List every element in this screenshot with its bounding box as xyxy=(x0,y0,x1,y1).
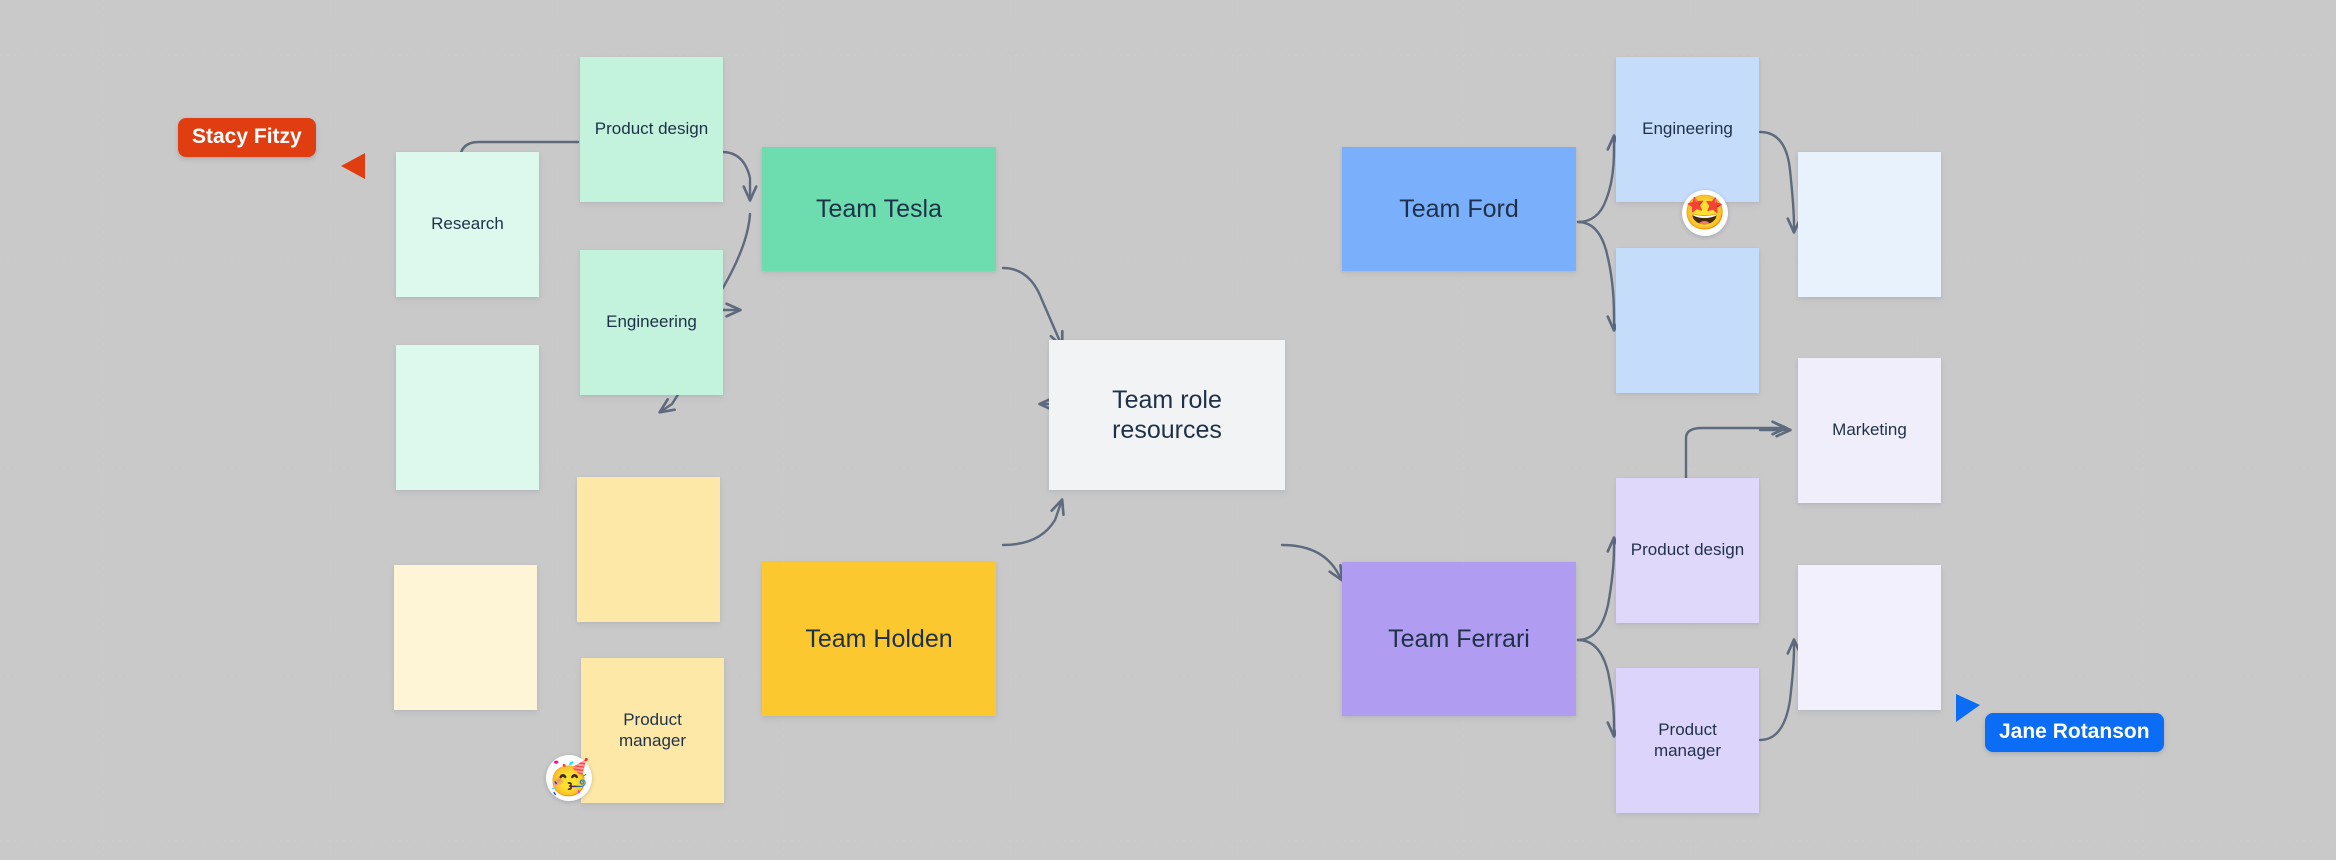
sticky-note-team-holden[interactable]: Team Holden xyxy=(762,562,996,716)
connector-arrow-6 xyxy=(1001,498,1065,547)
grid-line-vertical-1 xyxy=(330,0,331,860)
sticky-note-team-tesla[interactable]: Team Tesla xyxy=(762,147,996,271)
sticky-note-label: Team Tesla xyxy=(816,194,942,223)
sticky-note-engineering-blue[interactable]: Engineering xyxy=(1616,57,1759,202)
sticky-note-team-role-resources[interactable]: Team role resources xyxy=(1049,340,1285,490)
grid-line-vertical-2 xyxy=(557,0,558,860)
grid-line-horizontal-3 xyxy=(0,675,2336,676)
sticky-note-engineering-green[interactable]: Engineering xyxy=(580,250,723,395)
sticky-note-blank-yellow-2[interactable] xyxy=(394,565,537,710)
sticky-note-label: Product design xyxy=(1630,540,1745,560)
star-struck-emoji[interactable]: 🤩 xyxy=(1682,190,1728,236)
sticky-note-label: Team role resources xyxy=(1112,385,1222,445)
grid-line-horizontal-1 xyxy=(0,262,2336,263)
partying-face-emoji[interactable]: 🥳 xyxy=(546,755,592,801)
sticky-note-team-ferrari[interactable]: Team Ferrari xyxy=(1342,562,1576,716)
sticky-note-label: Product manager xyxy=(618,709,687,750)
grid-line-vertical-4 xyxy=(1010,0,1011,860)
connector-arrow-1 xyxy=(720,150,758,202)
sticky-note-label: Product design xyxy=(594,119,709,139)
grid-line-horizontal-0 xyxy=(0,55,2336,56)
grid-line-vertical-6 xyxy=(1463,0,1464,860)
sticky-note-marketing-purple[interactable]: Marketing xyxy=(1798,358,1941,503)
sticky-note-label: Engineering xyxy=(606,312,697,332)
connector-arrow-14 xyxy=(1576,638,1622,738)
cursor-pointer-icon-cursor-stacy xyxy=(341,153,365,179)
sticky-note-team-ford[interactable]: Team Ford xyxy=(1342,147,1576,271)
sticky-note-label: Research xyxy=(431,214,504,234)
sticky-note-label: Team Holden xyxy=(805,624,953,653)
cursor-name-label-cursor-jane: Jane Rotanson xyxy=(1985,713,2164,752)
sticky-note-blank-lightpurple-1[interactable] xyxy=(1798,565,1941,710)
sticky-note-product-manager-purple[interactable]: Product manager xyxy=(1616,668,1759,813)
sticky-note-product-design-green[interactable]: Product design xyxy=(580,57,723,202)
connector-arrow-13 xyxy=(1576,536,1622,642)
connector-arrow-8 xyxy=(1576,134,1622,224)
connector-arrow-15 xyxy=(1758,638,1802,742)
sticky-note-blank-yellow-1[interactable] xyxy=(577,477,720,622)
grid-line-vertical-0 xyxy=(103,0,104,860)
sticky-note-label: Team Ferrari xyxy=(1388,624,1530,653)
connector-arrow-4 xyxy=(1001,266,1064,348)
connector-arrow-7 xyxy=(1280,543,1344,582)
sticky-note-label: Product manager xyxy=(1653,719,1722,760)
connector-arrow-12 xyxy=(1684,420,1788,480)
grid-line-horizontal-4 xyxy=(0,840,2336,841)
sticky-note-research-green[interactable]: Research xyxy=(396,152,539,297)
sticky-note-blank-lightblue-1[interactable] xyxy=(1798,152,1941,297)
connector-arrow-9 xyxy=(1576,220,1622,332)
sticky-note-label: Marketing xyxy=(1832,420,1907,440)
sticky-note-blank-green-1[interactable] xyxy=(396,345,539,490)
sticky-note-label: Team Ford xyxy=(1399,194,1519,223)
sticky-note-label: Engineering xyxy=(1642,119,1733,139)
connector-arrow-10 xyxy=(1758,130,1802,234)
sticky-note-product-design-purple[interactable]: Product design xyxy=(1616,478,1759,623)
cursor-name-label-cursor-stacy: Stacy Fitzy xyxy=(178,118,316,157)
sticky-note-blank-blue-1[interactable] xyxy=(1616,248,1759,393)
grid-line-vertical-3 xyxy=(783,0,784,860)
cursor-pointer-icon-cursor-jane xyxy=(1956,694,1980,722)
sticky-note-product-manager-yellow[interactable]: Product manager xyxy=(581,658,724,803)
